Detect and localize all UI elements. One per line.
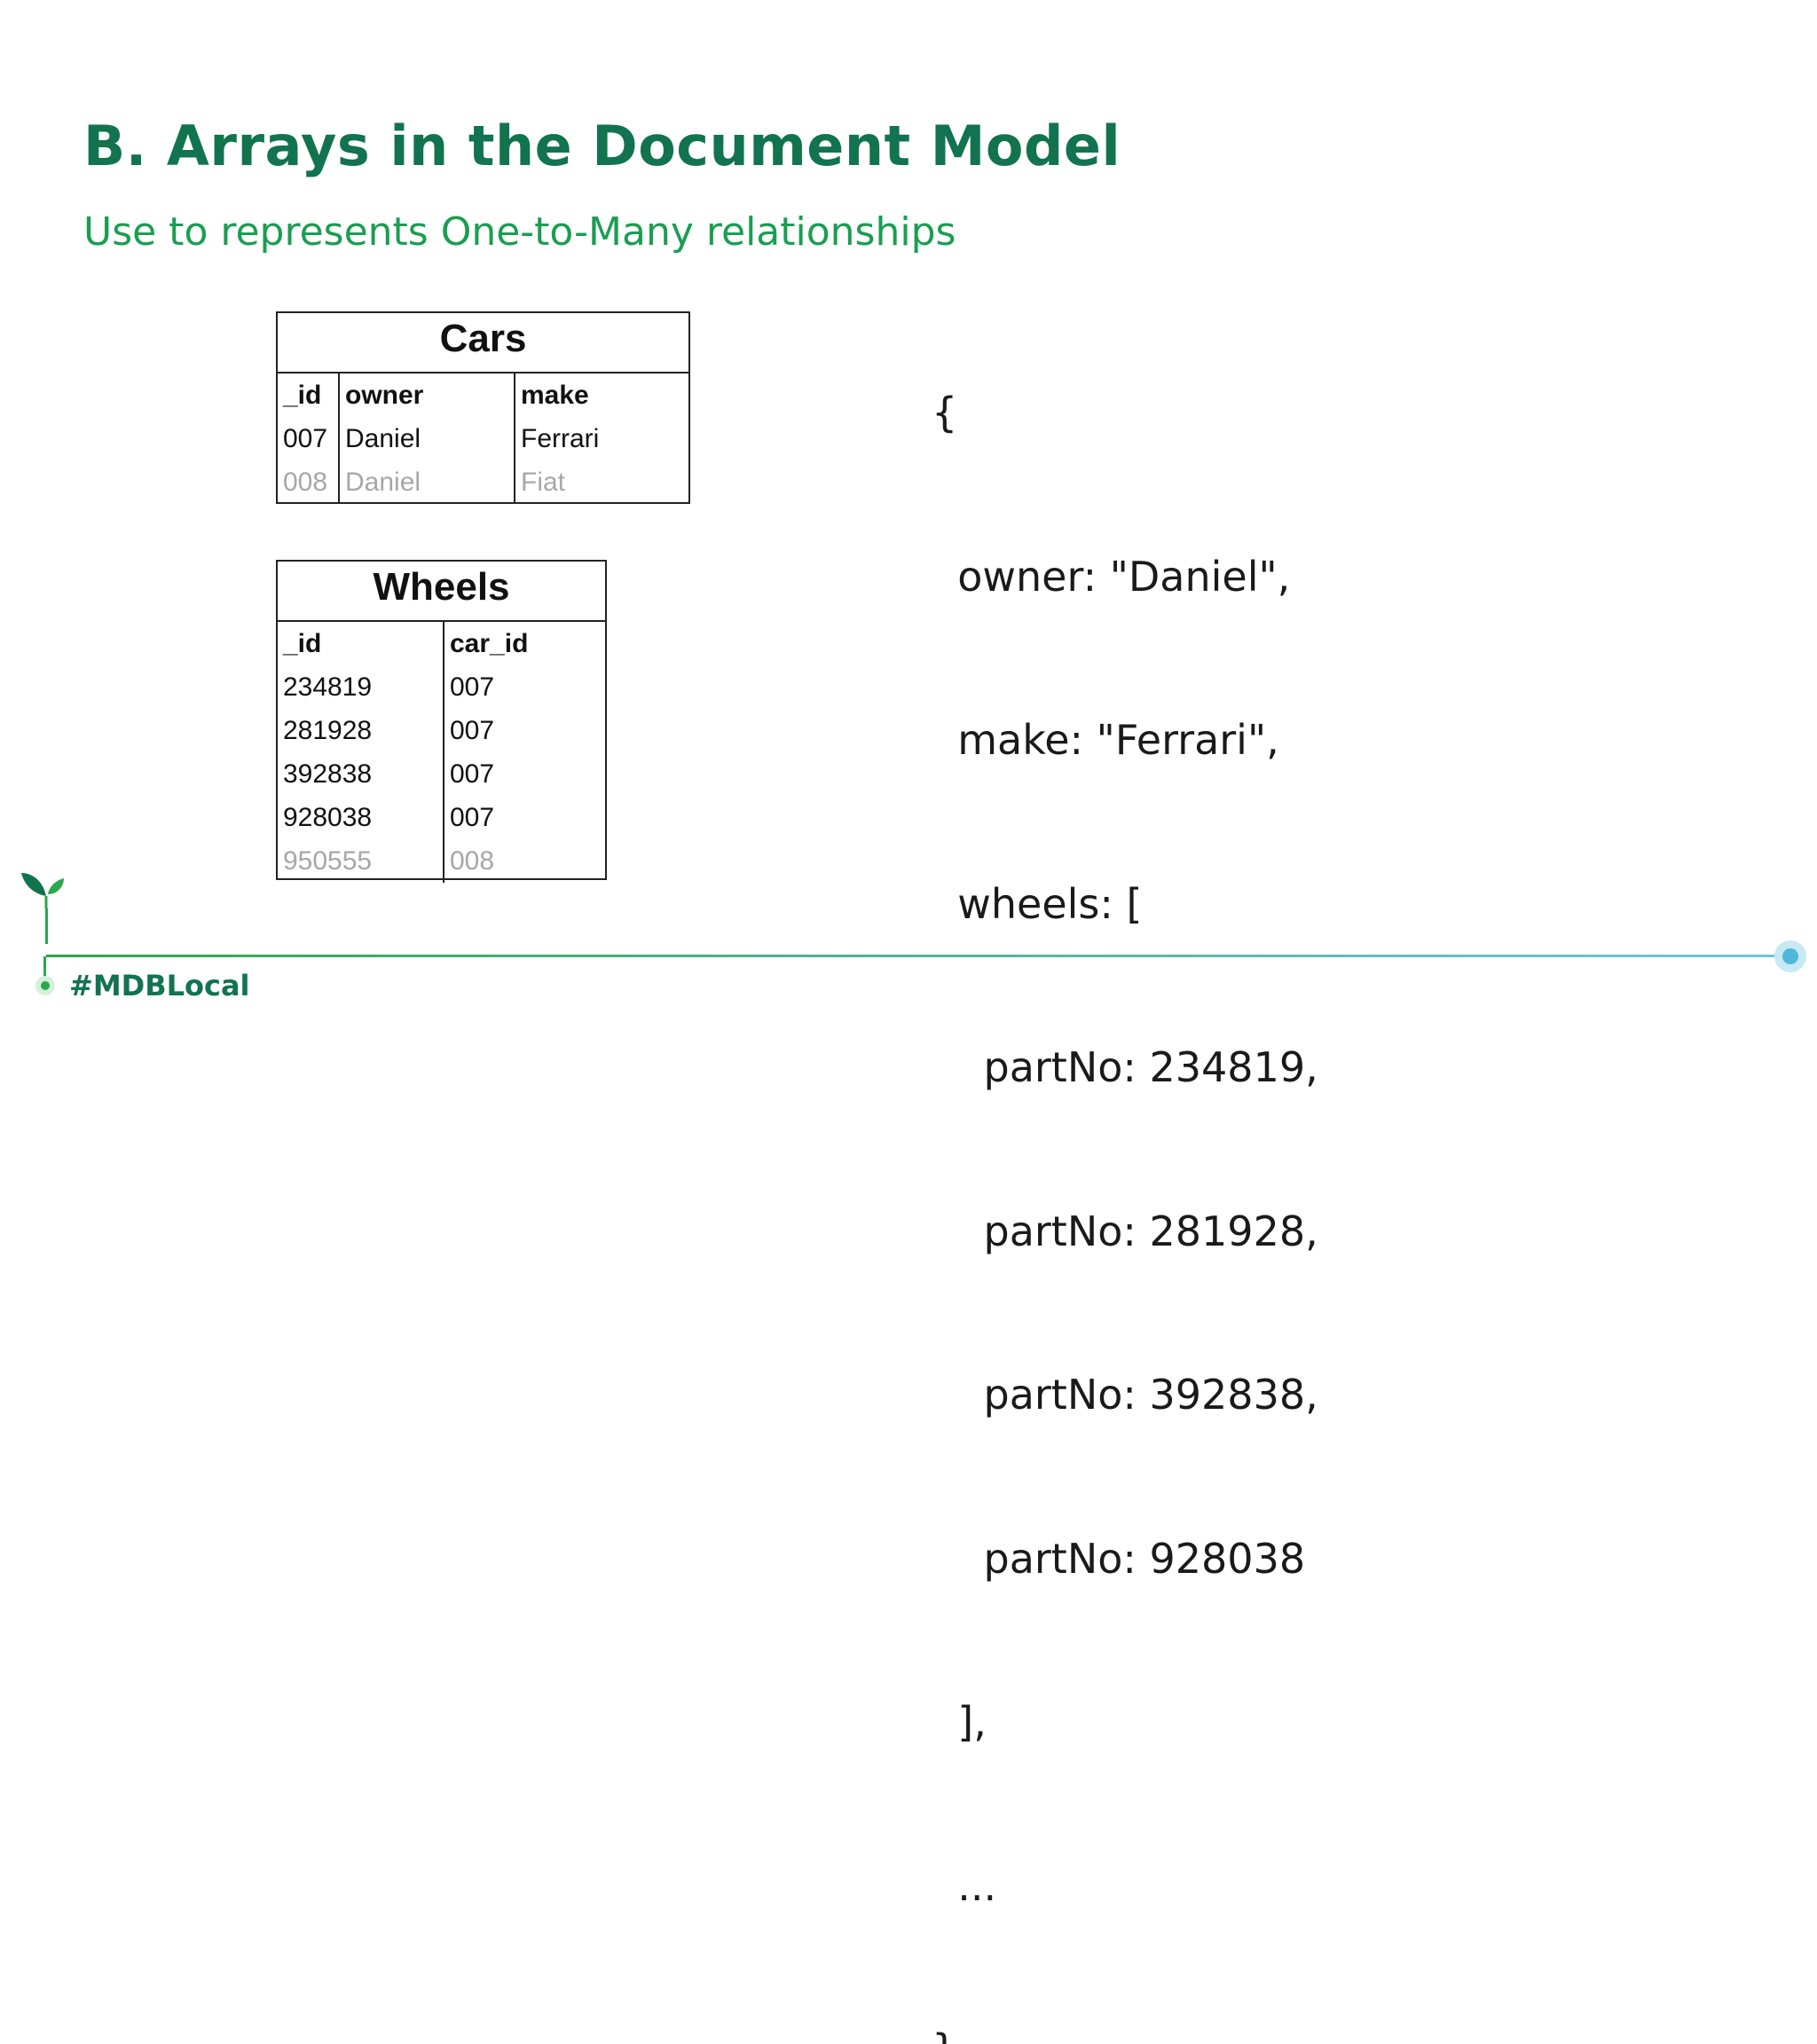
table-cell: 008 — [450, 846, 495, 876]
table-cell: 007 — [283, 424, 328, 453]
code-line: { — [932, 389, 958, 436]
code-line: partNo: 392838, — [932, 1371, 1318, 1419]
table-cell: 007 — [450, 759, 495, 789]
table-cell: Ferrari — [521, 424, 600, 453]
code-line: ... — [932, 1861, 997, 1910]
footer-stem — [45, 908, 48, 944]
slide-subtitle: Use to represents One-to-Many relationsh… — [83, 209, 956, 255]
wheels-table-name: Wheels — [278, 562, 605, 622]
footer-hashtag: #MDBLocal — [69, 969, 250, 1002]
wheels-table: Wheels _id 234819 281928 392838 928038 9… — [276, 560, 607, 883]
cars-column-id: _id 007 008 — [278, 373, 338, 504]
table-cell: 950555 — [283, 846, 373, 876]
footer-divider — [46, 955, 1789, 957]
column-header: _id — [283, 629, 322, 658]
table-cell: 928038 — [283, 803, 373, 832]
table-cell: Daniel — [345, 424, 421, 453]
footer-stem-down — [43, 956, 46, 979]
column-header: _id — [283, 381, 322, 410]
code-line: partNo: 234819, — [932, 1043, 1318, 1091]
code-line: make: "Ferrari", — [932, 716, 1279, 764]
footer-dot-start — [35, 976, 55, 995]
column-header: owner — [345, 381, 424, 410]
footer-dot-end — [1774, 940, 1806, 972]
code-line: wheels: [ — [932, 879, 1143, 928]
cars-column-owner: owner Daniel Daniel — [338, 373, 514, 504]
cars-table-name: Cars — [278, 313, 688, 373]
table-cell: 007 — [450, 803, 495, 832]
wheels-column-car-id: car_id 007 007 007 007 008 — [443, 622, 605, 883]
cars-column-make: make Ferrari Fiat — [514, 373, 688, 504]
slide-title: B. Arrays in the Document Model — [83, 114, 1121, 178]
code-line: ], — [932, 1698, 987, 1746]
table-cell: Daniel — [345, 468, 421, 497]
code-line: partNo: 928038 — [932, 1534, 1306, 1583]
table-cell: 392838 — [283, 759, 373, 789]
wheels-column-id: _id 234819 281928 392838 928038 950555 — [278, 622, 443, 883]
code-line: partNo: 281928, — [932, 1207, 1318, 1255]
code-line: } — [932, 2023, 1318, 2044]
document-code-block: { owner: "Daniel", make: "Ferrari", whee… — [932, 277, 1318, 2044]
table-cell: 234819 — [283, 672, 373, 702]
table-cell: 007 — [450, 716, 495, 745]
sprout-icon — [21, 873, 64, 908]
table-cell: 281928 — [283, 716, 373, 745]
cars-table: Cars _id 007 008 owner Daniel Daniel mak… — [276, 311, 690, 504]
code-line: owner: "Daniel", — [932, 552, 1291, 601]
column-header: make — [521, 381, 589, 410]
table-cell: 007 — [450, 672, 495, 702]
table-cell: 008 — [283, 468, 328, 497]
column-header: car_id — [450, 629, 529, 658]
table-cell: Fiat — [521, 468, 566, 497]
